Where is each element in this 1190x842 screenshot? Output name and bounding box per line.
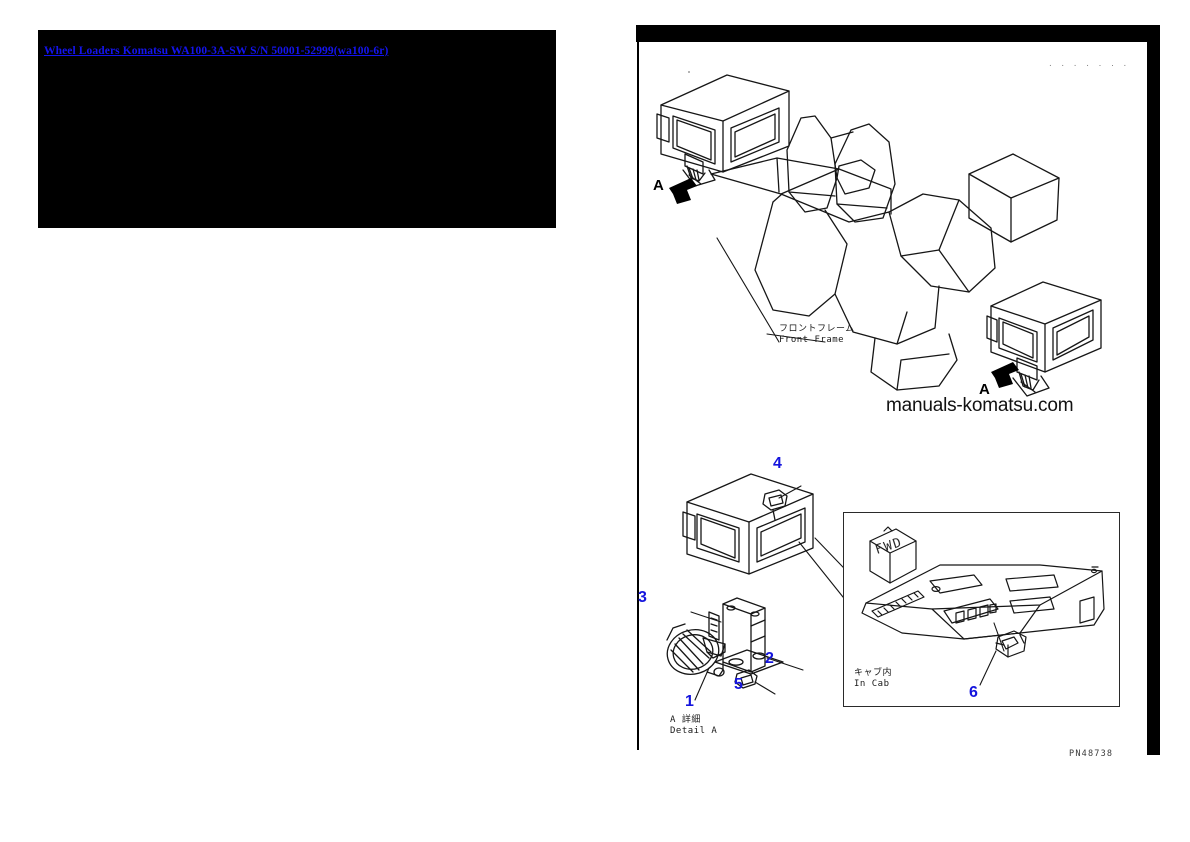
front-frame-label-jp: フロントフレーム bbox=[779, 324, 855, 334]
document-title-link[interactable]: Wheel Loaders Komatsu WA100-3A-SW S/N 50… bbox=[44, 45, 389, 57]
detail-a-bracket bbox=[714, 597, 784, 675]
callout-5[interactable]: 5 bbox=[734, 676, 743, 693]
callout-6[interactable]: 6 bbox=[969, 684, 978, 701]
callout-2[interactable]: 2 bbox=[765, 650, 774, 667]
cab-console bbox=[861, 564, 1105, 640]
top-edge-dots: . . . . . . . bbox=[1048, 60, 1129, 68]
front-frame-label-en: Front Frame bbox=[779, 335, 845, 345]
in-cab-caption-jp: キャブ内 bbox=[854, 668, 893, 678]
callout-3[interactable]: 3 bbox=[638, 589, 647, 606]
callout-1[interactable]: 1 bbox=[685, 693, 694, 710]
title-block: Wheel Loaders Komatsu WA100-3A-SW S/N 50… bbox=[38, 30, 556, 228]
left-lamp-housing bbox=[656, 74, 790, 173]
detail-a-caption-jp: A 詳細 bbox=[670, 715, 701, 725]
site-watermark: manuals-komatsu.com bbox=[886, 395, 1074, 416]
left-lamp-bracket bbox=[682, 153, 716, 187]
parts-drawing-canvas: . . . . . . . bbox=[638, 42, 1147, 759]
front-frame-body bbox=[710, 115, 1060, 391]
detail-a-horn bbox=[666, 623, 725, 677]
panel-top-bar bbox=[636, 25, 1160, 42]
detail-a-lamp-body bbox=[682, 71, 814, 575]
detail-a-bolt-4 bbox=[762, 489, 788, 521]
right-lamp-bracket bbox=[1012, 357, 1050, 397]
detail-a-screw bbox=[702, 611, 726, 659]
right-lamp-housing bbox=[986, 281, 1102, 373]
section-letter-a-left: A bbox=[653, 177, 664, 194]
in-cab-caption-en: In Cab bbox=[854, 679, 890, 689]
fwd-plate bbox=[869, 526, 917, 584]
section-letter-a-right: A bbox=[979, 381, 990, 398]
diagram-panel: . . . . . . . bbox=[636, 25, 1160, 759]
detail-a-nut-5 bbox=[734, 669, 758, 689]
panel-right-bar bbox=[1147, 25, 1160, 755]
callout-4[interactable]: 4 bbox=[773, 455, 782, 472]
panel-left-border bbox=[637, 42, 639, 750]
technical-line-drawing bbox=[656, 71, 1102, 701]
in-cab-line-drawing bbox=[861, 526, 1105, 686]
cab-switch-part bbox=[995, 630, 1027, 658]
detail-a-caption-en: Detail A bbox=[670, 726, 718, 736]
section-arrow-heads bbox=[669, 178, 1019, 388]
page-code-label: PN48738 bbox=[1069, 749, 1114, 759]
